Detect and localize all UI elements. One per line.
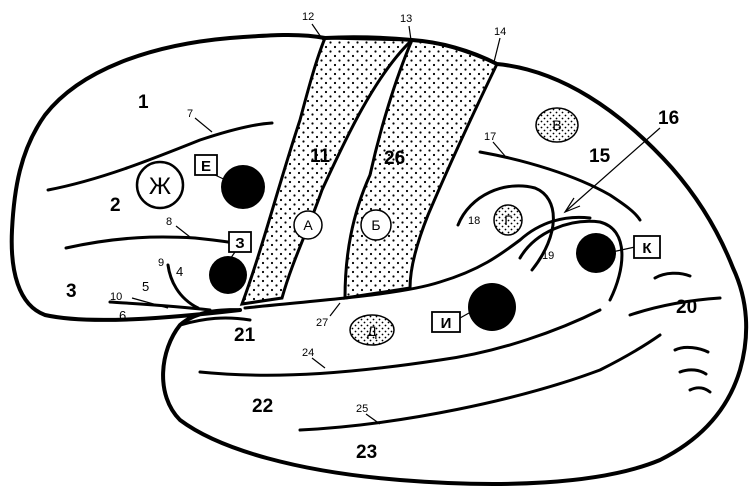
letter-d: Д: [367, 323, 377, 339]
label-10: 10: [110, 291, 122, 303]
label-14: 14: [494, 26, 506, 38]
label-1: 1: [138, 92, 149, 113]
sulcus-20-e: [690, 388, 710, 392]
sulcus-24: [200, 310, 600, 375]
leader-16-arrow: [565, 128, 660, 212]
label-7: 7: [187, 108, 193, 120]
label-8: 8: [166, 216, 172, 228]
label-2: 2: [110, 195, 121, 216]
label-24: 24: [302, 347, 314, 359]
letter-g: Г: [504, 212, 512, 228]
label-19: 19: [542, 250, 554, 262]
sulcus-20-a: [630, 298, 720, 315]
label-6: 6: [119, 308, 126, 323]
label-20: 20: [676, 297, 697, 318]
sulcus-8: [66, 237, 235, 248]
spot-k: [576, 233, 616, 273]
letter-zh: Ж: [149, 173, 171, 200]
leader-7: [195, 118, 212, 132]
label-22: 22: [252, 396, 273, 417]
label-11: 11: [310, 146, 331, 167]
label-13: 13: [400, 13, 412, 25]
label-12: 12: [302, 11, 314, 23]
sulcus-20-b: [655, 273, 690, 278]
spot-z: [209, 256, 247, 294]
letter-i: И: [441, 315, 452, 332]
letter-k: К: [642, 240, 652, 257]
leader-8: [176, 226, 190, 237]
sulcus-25: [300, 335, 660, 430]
label-23: 23: [356, 442, 377, 463]
label-5: 5: [142, 279, 149, 294]
label-9: 9: [158, 257, 164, 269]
label-4: 4: [176, 264, 183, 279]
label-25: 25: [356, 403, 368, 415]
label-17: 17: [484, 131, 496, 143]
spot-e: [221, 165, 265, 209]
leader-14: [494, 38, 500, 62]
label-18: 18: [468, 215, 480, 227]
letter-a: А: [303, 217, 313, 233]
letter-e: Е: [201, 158, 211, 175]
leader-27: [330, 303, 340, 316]
label-27: 27: [316, 317, 328, 329]
spot-i: [468, 283, 516, 331]
letter-v: В: [552, 117, 561, 133]
label-21: 21: [234, 325, 256, 346]
letter-z: З: [235, 235, 244, 252]
label-15: 15: [589, 146, 611, 167]
label-16: 16: [658, 108, 679, 129]
sulcus-20-d: [680, 370, 706, 374]
label-26: 26: [384, 148, 405, 169]
label-3: 3: [66, 281, 77, 302]
letter-b: Б: [371, 217, 380, 233]
sulcus-20-c: [675, 347, 708, 352]
leader-24: [312, 358, 325, 368]
